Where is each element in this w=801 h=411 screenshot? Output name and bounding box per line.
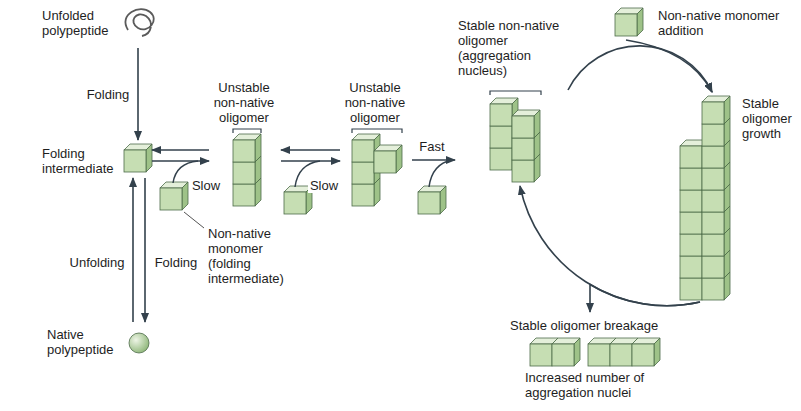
callout-label: Non-native monomer (folding intermediate… <box>208 226 298 286</box>
diagram-node: Stable oligomer growth <box>676 92 798 302</box>
node-text: Unfolded polypeptide <box>42 8 127 38</box>
monomer-join <box>429 160 452 187</box>
node-text: Folding intermediate <box>42 146 122 176</box>
node-text: Unstable non-native oligomer <box>209 80 279 125</box>
oligomer-stack <box>233 134 261 206</box>
diagram-node: Unstable non-native oligomer <box>340 78 412 208</box>
arrow-connector <box>144 178 146 322</box>
monomer-cube <box>160 182 188 210</box>
node-text: Increased number of aggregation nuclei <box>525 370 650 400</box>
node-text: Unstable non-native oligomer <box>340 80 410 125</box>
diagram-node: Stable oligomer breakageIncreased number… <box>505 312 665 404</box>
monomer-cube <box>418 186 446 214</box>
arrow-connector <box>152 149 209 151</box>
node-text: Stable non-native oligomer (aggregation … <box>458 18 566 78</box>
bracket <box>490 91 541 95</box>
diagram-node: Unfolded polypeptide <box>40 4 165 48</box>
node-text: Native polypeptide <box>47 327 127 357</box>
arrow-connector <box>590 285 700 313</box>
arrow-connector <box>626 40 712 92</box>
node-text: Stable oligomer growth <box>742 96 796 141</box>
growth-stack <box>680 96 730 300</box>
edge-label: Folding <box>153 255 200 270</box>
node-text: Stable oligomer breakage <box>510 318 662 333</box>
diagram-node: Native polypeptide <box>45 322 155 362</box>
arrow-connector <box>412 159 455 161</box>
node-text: Non-native monomer addition <box>658 8 793 38</box>
edge-label: Slow <box>308 178 340 193</box>
bracket <box>233 129 261 133</box>
arrow-connector <box>281 160 340 162</box>
unfolded-coil <box>125 9 153 36</box>
arrow-connector <box>520 186 700 306</box>
nucleus-stack <box>490 98 540 182</box>
diagram-node: Non-native monomer addition <box>612 6 798 40</box>
arrow-connector <box>137 48 139 140</box>
edge-label: Unfolding <box>68 255 127 270</box>
monomer-cube <box>615 8 643 36</box>
broken-pieces <box>530 338 660 366</box>
leader-line <box>184 212 204 228</box>
arrow-connector <box>152 160 209 162</box>
arrow-connector <box>568 46 712 92</box>
arrow-connector <box>132 178 134 322</box>
arrow-connector <box>281 149 340 151</box>
diagram-node: Folding intermediate <box>40 140 152 178</box>
bracket <box>352 129 402 133</box>
diagram-node: Stable non-native oligomer (aggregation … <box>455 14 568 186</box>
intermediate-cube <box>124 144 152 172</box>
edge-label: Slow <box>190 178 222 193</box>
edge-label: Fast <box>417 139 446 154</box>
edge-label: Folding <box>85 87 132 102</box>
native-sphere <box>129 333 149 353</box>
oligomer-stack <box>352 134 402 206</box>
